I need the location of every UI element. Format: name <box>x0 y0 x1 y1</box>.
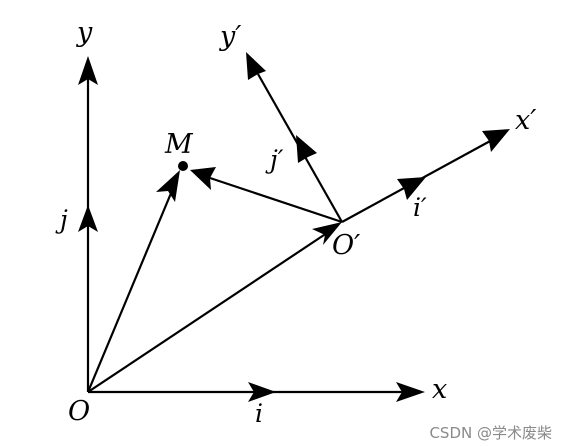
label-x-axis: x <box>432 374 447 405</box>
vector-o-to-o-prime-arrowhead <box>312 222 342 245</box>
label-unit-j: j <box>55 205 68 234</box>
label-unit-i: i <box>255 399 263 428</box>
unit-vector-j-arrowhead <box>78 205 98 232</box>
x-axis-arrowhead <box>396 382 425 402</box>
label-unit-j-prime: j′ <box>265 145 284 174</box>
vector-o-to-o-prime <box>87 232 328 393</box>
vector-o-prime-to-m-arrowhead <box>190 167 216 190</box>
unit-vector-j-prime-arrowhead <box>296 135 317 163</box>
label-point-m: M <box>164 129 194 160</box>
label-origin-prime: O′ <box>332 230 360 261</box>
label-origin: O <box>68 396 90 427</box>
unit-vector-i-prime-arrowhead <box>397 177 426 200</box>
watermark: CSDN @学术废柴 <box>429 424 552 442</box>
label-x-prime-axis: x′ <box>515 105 536 136</box>
y-axis-arrowhead <box>78 56 98 85</box>
vector-o-to-m-arrowhead <box>156 170 180 202</box>
x-prime-axis-arrowhead <box>482 129 510 152</box>
label-y-axis: y <box>76 17 93 48</box>
y-prime-axis-arrowhead <box>246 52 266 80</box>
vector-o-prime-to-m <box>209 176 343 224</box>
label-y-prime-axis: y′ <box>219 21 241 52</box>
label-unit-i-prime: i′ <box>413 193 427 222</box>
vector-o-to-m <box>86 185 176 393</box>
unit-vector-i-arrowhead <box>248 382 276 402</box>
point-m-dot <box>178 161 188 171</box>
